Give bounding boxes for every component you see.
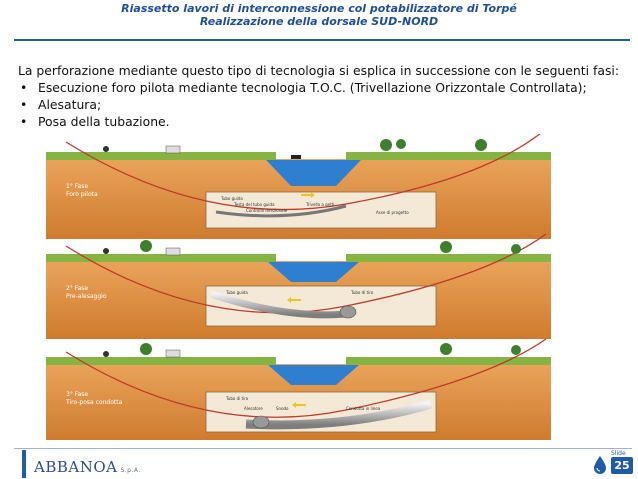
phase-3-name: Tiro-posa condotta: [65, 399, 123, 406]
intro-text-block: La perforazione mediante questo tipo di …: [18, 62, 626, 130]
header-title-line2: Realizzazione della dorsale SUD-NORD: [199, 15, 439, 28]
bullet-item-2: Alesatura;: [18, 96, 626, 113]
header: Riassetto lavori di interconnessione col…: [0, 2, 638, 28]
footer-accent-bar: [22, 450, 26, 478]
label-tubo-guida: Tubo guida: [220, 196, 243, 201]
phase-3-panel: 3° Fase Tiro-posa condotta Tubo di tiro …: [46, 338, 551, 440]
hdd-phases-illustration: 1° Fase Foro pilota Tubo guida Testa del…: [46, 134, 551, 440]
phase-2-number: 2° Fase: [66, 285, 88, 292]
label-controllo: Controllo direzionale: [246, 208, 288, 213]
phase-3-number: 3° Fase: [66, 391, 88, 398]
label-testa-tubo: Testa del tubo guida: [233, 202, 275, 207]
phase-2-name: Pre-alesaggio: [66, 293, 107, 300]
intro-paragraph: La perforazione mediante questo tipo di …: [18, 63, 620, 78]
tree-icon-2: [140, 240, 152, 252]
footer-divider: [14, 448, 632, 449]
phase-1-number: 1° Fase: [66, 183, 88, 190]
phase-bullet-list: Esecuzione foro pilota mediante tecnolog…: [18, 79, 626, 130]
label-condotta: Condotta in linea: [346, 406, 381, 411]
phase-1-name: Foro pilota: [66, 191, 98, 198]
label-tubo-tiro-3: Tubo di tiro: [225, 396, 249, 401]
label-tubo-tiro-2: Tubo di tiro: [350, 290, 374, 295]
label-trivella: Trivella a getti: [305, 202, 334, 207]
phase-2-panel: 2° Fase Pre-alesaggio Tubo guida Tubo di…: [46, 233, 551, 339]
bullet-item-3: Posa della tubazione.: [18, 113, 626, 130]
reamer-icon: [339, 305, 357, 319]
slide-number: 25: [611, 457, 633, 474]
label-snodo: Snodo: [276, 406, 289, 411]
reamer-icon-3: [252, 415, 270, 429]
label-asse: Asse di progetto: [376, 210, 409, 215]
drill-rig-icon: [103, 146, 109, 152]
bullet-item-1: Esecuzione foro pilota mediante tecnolog…: [18, 79, 626, 96]
logo-suffix: S.p.A.: [120, 467, 141, 474]
phase-1-panel: 1° Fase Foro pilota Tubo guida Testa del…: [46, 134, 551, 239]
label-alesatore: Alesatore: [244, 406, 263, 411]
slide-label: Slide: [611, 450, 626, 457]
water-drop-icon: [594, 456, 606, 474]
tree-icon: [380, 139, 392, 151]
label-tubo-guida-2: Tubo guida: [225, 290, 248, 295]
header-divider: [14, 39, 630, 41]
logo-text: ABBANOA: [34, 458, 118, 476]
header-title-line1: Riassetto lavori di interconnessione col…: [121, 2, 517, 15]
tree-icon-3: [140, 343, 152, 355]
